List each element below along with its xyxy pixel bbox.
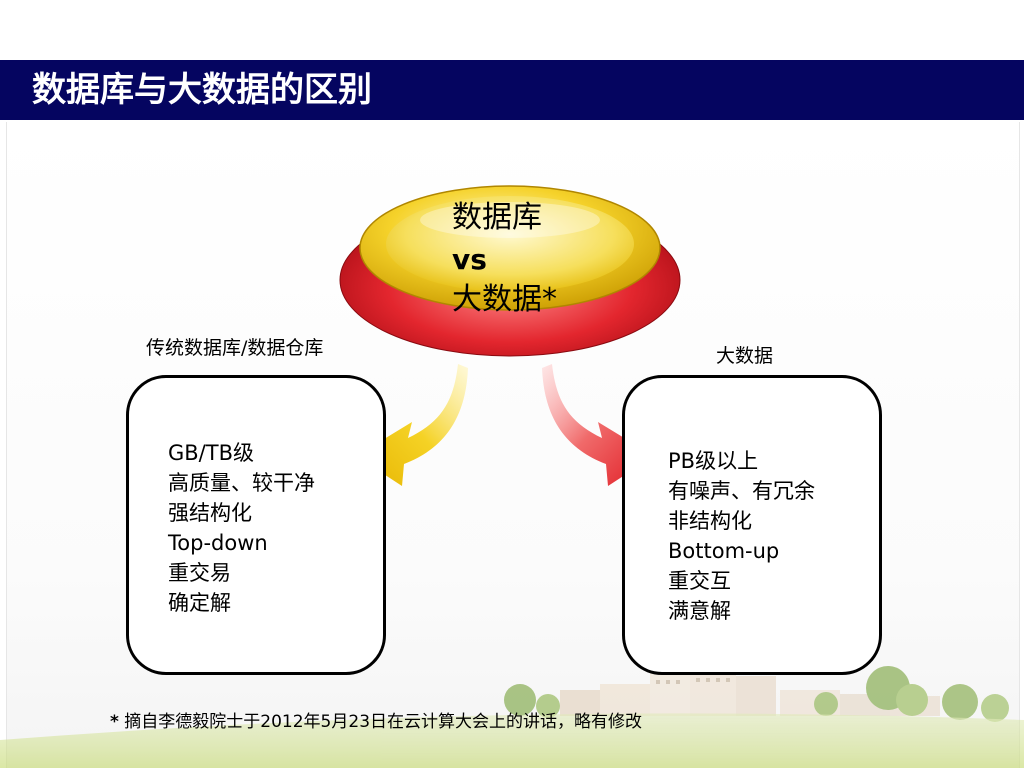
traditional-database-list: GB/TB级 高质量、较干净 强结构化 Top-down 重交易 确定解 bbox=[168, 438, 315, 618]
list-item: Top-down bbox=[168, 531, 268, 555]
list-item: 确定解 bbox=[168, 591, 231, 615]
traditional-database-box bbox=[126, 375, 386, 675]
right-label: 大数据 bbox=[716, 345, 774, 367]
list-item: 满意解 bbox=[668, 599, 731, 623]
center-title-bigdata: 大数据* bbox=[452, 282, 557, 317]
center-vs: vs bbox=[452, 243, 487, 276]
list-item: 有噪声、有冗余 bbox=[668, 479, 815, 503]
footnote-text: 摘自李德毅院士于2012年5月23日在云计算大会上的讲话，略有修改 bbox=[118, 712, 643, 732]
center-title-database: 数据库 bbox=[452, 200, 542, 235]
big-data-box bbox=[622, 375, 882, 675]
list-item: Bottom-up bbox=[668, 539, 780, 563]
list-item: 非结构化 bbox=[668, 509, 752, 533]
center-disc-graphic bbox=[339, 185, 681, 357]
list-item: 重交互 bbox=[668, 569, 731, 593]
footnote: * 摘自李德毅院士于2012年5月23日在云计算大会上的讲话，略有修改 bbox=[110, 710, 642, 734]
list-item: 强结构化 bbox=[168, 501, 252, 525]
title-bar: 数据库与大数据的区别 bbox=[0, 60, 1024, 120]
list-item: GB/TB级 bbox=[168, 441, 254, 465]
list-item: PB级以上 bbox=[668, 449, 759, 473]
big-data-list: PB级以上 有噪声、有冗余 非结构化 Bottom-up 重交互 满意解 bbox=[668, 446, 815, 626]
list-item: 重交易 bbox=[168, 561, 231, 585]
left-label: 传统数据库/数据仓库 bbox=[146, 337, 324, 359]
list-item: 高质量、较干净 bbox=[168, 471, 315, 495]
slide-title: 数据库与大数据的区别 bbox=[32, 70, 372, 110]
footnote-asterisk: * bbox=[110, 712, 119, 732]
